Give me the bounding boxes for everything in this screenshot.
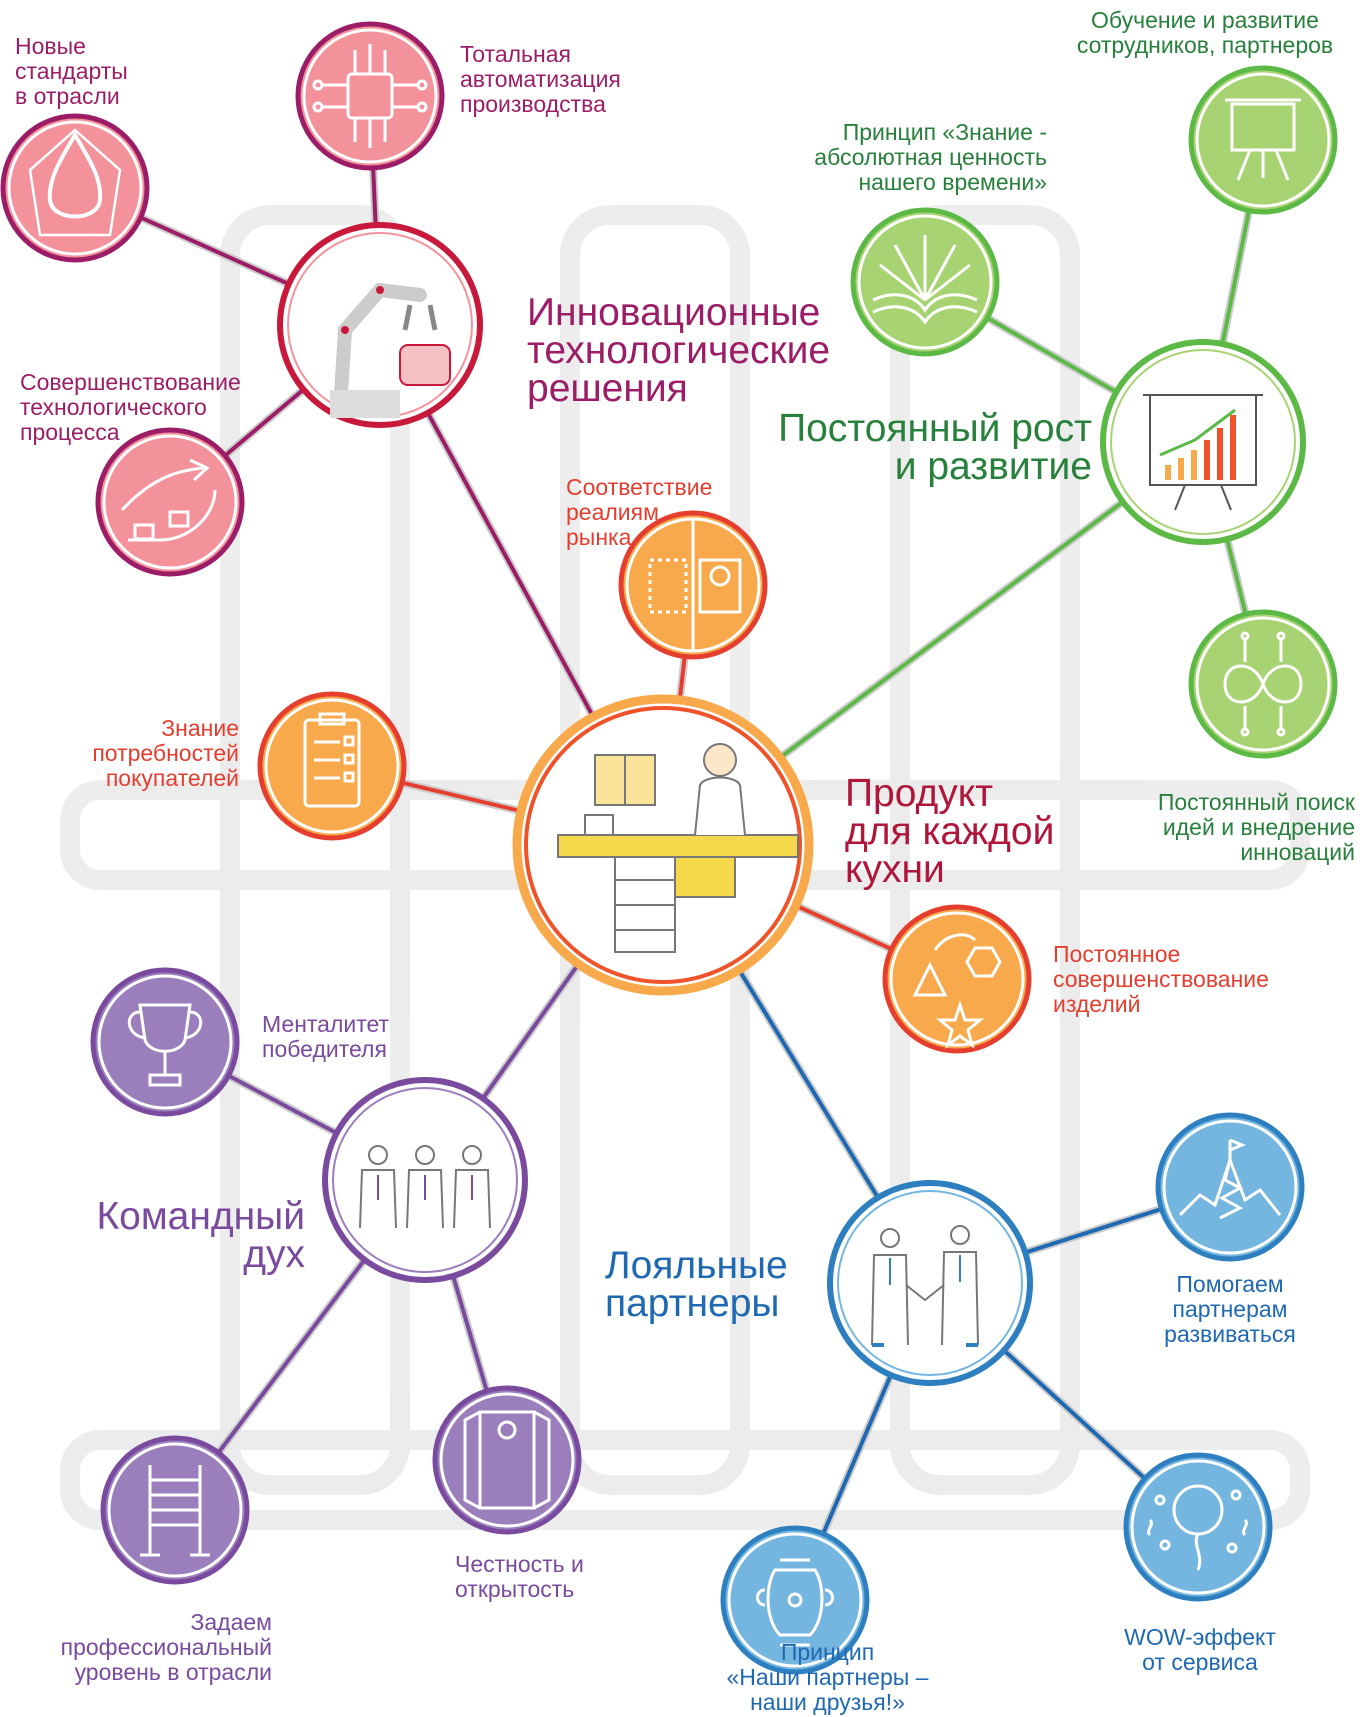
label-market: Соответствие реалиям рынка: [566, 474, 713, 550]
node-growth-hub: [1100, 339, 1306, 545]
label-customer-needs: Знание потребностей покупателей: [92, 715, 239, 791]
trophy-icon: [127, 1003, 203, 1087]
label-automation: Тотальная автоматизация производства: [460, 41, 621, 117]
hub-title-partners: Лояльные партнеры: [605, 1244, 788, 1325]
mountain-path-icon: [1178, 1138, 1282, 1220]
robot-arm-icon: [330, 282, 451, 418]
node-innovation-hub: [277, 222, 483, 428]
node-innovation-search: [1188, 609, 1338, 759]
node-partners-hub: [827, 1180, 1033, 1386]
infinity-circuit-icon: [1223, 631, 1303, 737]
label-product-improvement: Постоянное совершенствование изделий: [1053, 941, 1269, 1017]
growth-chart-icon: [1143, 394, 1263, 511]
label-process-improvement: Совершенствование технологического проце…: [20, 369, 241, 445]
label-honesty: Честность и открытость: [455, 1551, 584, 1602]
label-help-partners: Помогаем партнерам развиваться: [1164, 1271, 1296, 1347]
node-winner: [90, 967, 240, 1117]
node-customer-needs: [257, 691, 407, 841]
label-pro-level: Задаем профессиональный уровень в отрасл…: [60, 1609, 272, 1685]
easel-icon: [1225, 98, 1301, 181]
node-market: [618, 510, 768, 660]
open-book-icon: [872, 235, 978, 325]
node-friends-principle: [720, 1525, 870, 1675]
node-knowledge: [850, 207, 1000, 357]
hurdle-icon: [140, 1465, 210, 1557]
node-pro-level: [100, 1435, 250, 1585]
label-knowledge-principle: Принцип «Знание - абсолютная ценность на…: [814, 119, 1047, 195]
conveyor-icon: [120, 458, 217, 542]
node-team-hub: [322, 1077, 528, 1283]
handshake-icon: [871, 1225, 979, 1347]
node-training: [1188, 65, 1338, 215]
hub-title-growth: Постоянный рост и развитие: [778, 407, 1092, 488]
node-honesty: [432, 1385, 582, 1535]
node-wow: [1123, 1452, 1273, 1602]
node-new-standards: [0, 113, 150, 263]
label-wow: WOW-эффект от сервиса: [1124, 1624, 1276, 1675]
dishwasher-icon: [648, 520, 742, 650]
kitchen-icon: [557, 743, 799, 953]
open-door-icon: [463, 1410, 551, 1510]
team-people-icon: [359, 1145, 491, 1229]
label-innovation-search: Постоянный поиск идей и внедрение иннова…: [1157, 789, 1355, 865]
shapes-cycle-icon: [912, 933, 1002, 1049]
hub-title-innovation: Инновационные технологические решения: [527, 291, 831, 410]
drop-icon: [47, 131, 103, 219]
node-automation: [295, 21, 445, 171]
node-help-partners: [1155, 1112, 1305, 1262]
node-center-hub: [512, 694, 814, 996]
checklist-icon: [303, 712, 361, 808]
label-training: Обучение и развитие сотрудников, партнер…: [1076, 7, 1334, 58]
chip-icon: [312, 44, 428, 148]
label-friends-principle: Принцип «Наши партнеры – наши друзья!»: [726, 1639, 929, 1715]
balloon-icon: [1147, 1484, 1248, 1571]
samovar-icon: [756, 1558, 834, 1647]
hub-title-center: Продукт для каждой кухни: [845, 772, 1055, 891]
hub-title-team: Командный дух: [96, 1195, 305, 1276]
label-new-standards: Новые стандарты в отрасли: [15, 33, 128, 109]
node-process-improvement: [95, 427, 245, 577]
node-product-improvement: [882, 904, 1032, 1054]
label-winner: Менталитет победителя: [262, 1011, 390, 1062]
